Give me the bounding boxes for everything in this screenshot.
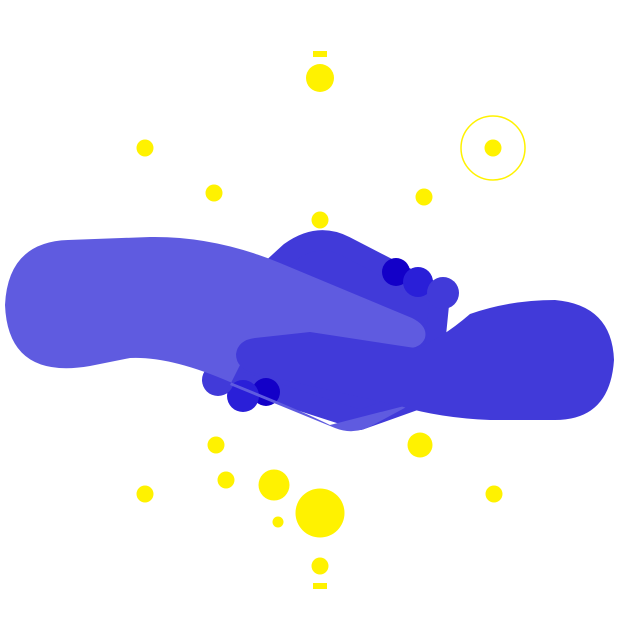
sparkle-dot [136, 485, 154, 503]
sparkle-dot [485, 485, 503, 503]
sparkle-dash [313, 51, 327, 57]
sparkle-dot [415, 188, 433, 206]
right-hand [236, 300, 614, 420]
knuckle [382, 258, 410, 286]
sparkle-dot [407, 432, 433, 458]
knuckle [427, 277, 459, 309]
sparkle-dot [136, 139, 154, 157]
knuckle [403, 267, 433, 297]
sparkle-dot [295, 488, 345, 538]
sparkle-dot [311, 211, 329, 229]
sparkle-dot [207, 436, 225, 454]
sparkle-dot [258, 469, 290, 501]
sparkle-dot [272, 516, 284, 528]
knuckle [252, 378, 280, 406]
sparkle-dash [313, 583, 327, 589]
sparkle-dot [311, 557, 329, 575]
sparkle-dot [217, 471, 235, 489]
left-hand [5, 236, 426, 432]
sparkle-ring [460, 115, 526, 181]
knuckle [227, 380, 259, 412]
sparkle-dot [306, 64, 334, 92]
knuckles-top [382, 258, 459, 309]
sparkles [136, 51, 526, 589]
sparkle-dot [205, 184, 223, 202]
sparkle-dot [484, 139, 502, 157]
